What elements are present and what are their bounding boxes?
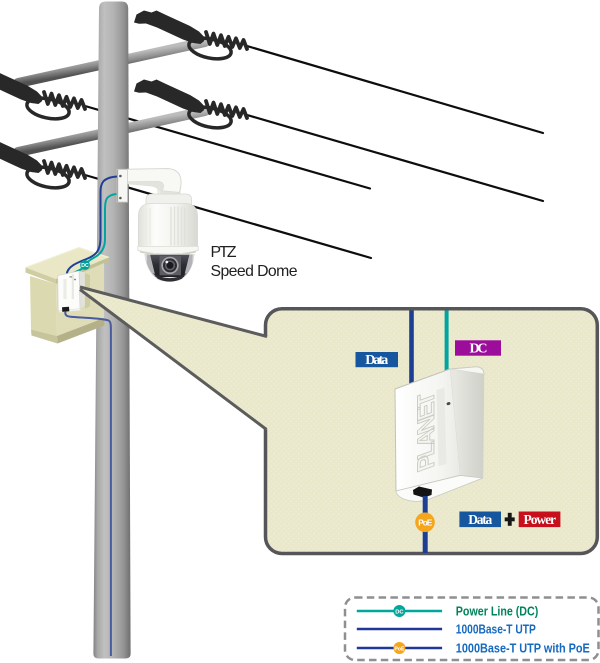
svg-text:DC: DC [395,609,404,615]
svg-text:1000Base-T UTP with PoE: 1000Base-T UTP with PoE [456,641,590,656]
svg-text:Data: Data [468,512,492,527]
svg-text:PoE: PoE [418,519,433,528]
svg-text:Power Line (DC): Power Line (DC) [456,604,539,619]
svg-text:PTZ: PTZ [211,244,237,261]
svg-text:Power: Power [524,512,557,527]
svg-text:Speed Dome: Speed Dome [211,263,298,280]
svg-text:DC: DC [81,263,89,269]
svg-text:DC: DC [470,342,488,357]
svg-text:PLANET: PLANET [414,388,440,475]
svg-text:Data: Data [365,353,388,368]
svg-text:1000Base-T UTP: 1000Base-T UTP [456,622,536,637]
svg-text:PoE: PoE [394,646,405,652]
